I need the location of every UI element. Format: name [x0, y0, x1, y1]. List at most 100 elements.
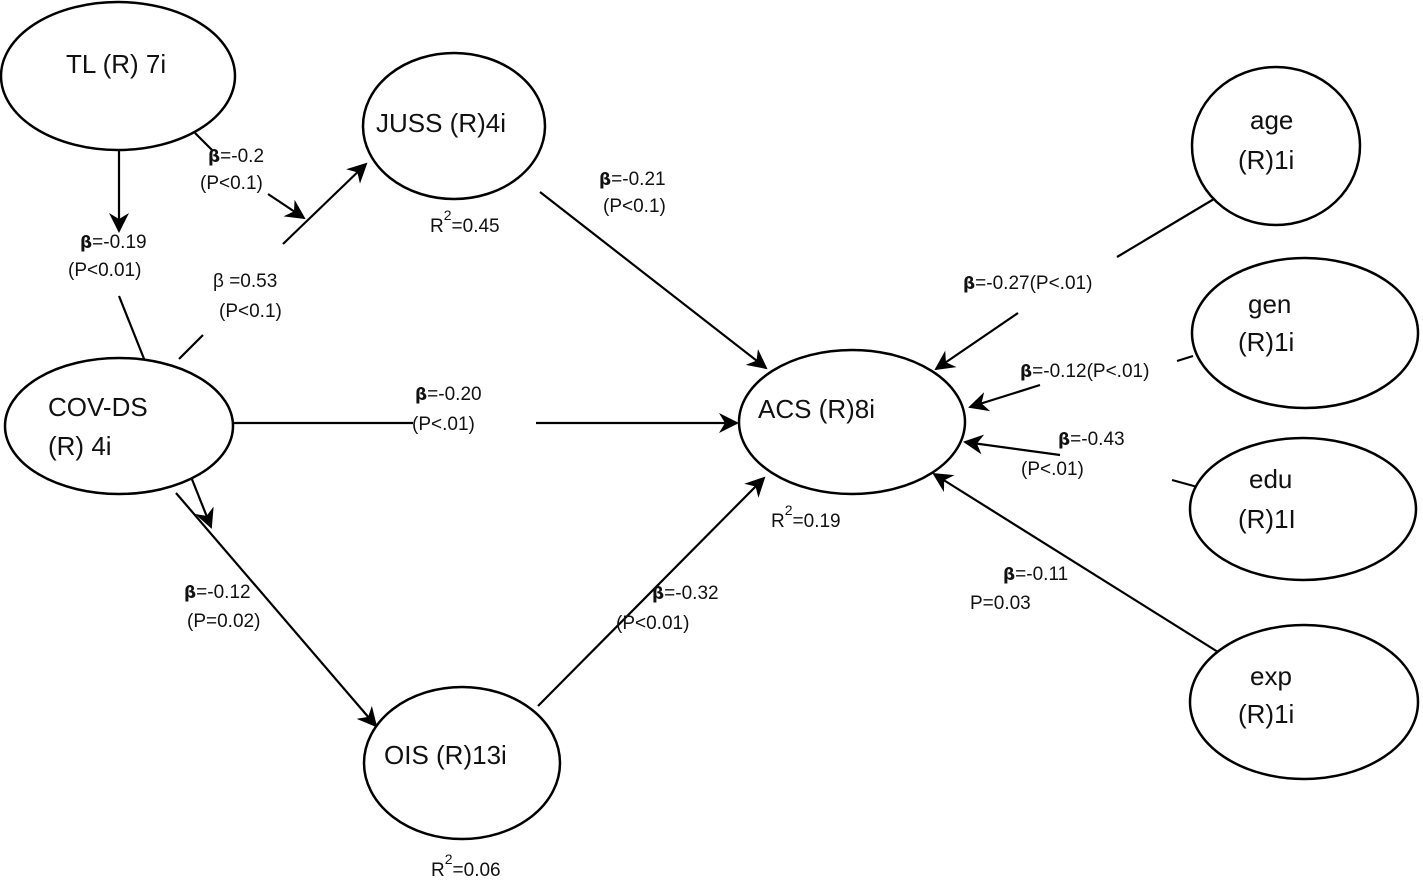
svg-text:β=-0.32: β=-0.32 — [652, 583, 719, 604]
node-age-label-2: (R)1i — [1238, 145, 1294, 175]
coef: =-0.2 — [220, 146, 264, 167]
node-gen-label-2: (R)1i — [1238, 327, 1294, 357]
r2-acs: R2=0.19 — [771, 502, 841, 532]
svg-text:β=-0.20: β=-0.20 — [415, 384, 482, 405]
r2-sup: 2 — [785, 502, 793, 518]
node-gen-label-1: gen — [1248, 289, 1291, 319]
p-value: (P<.01) — [412, 414, 475, 435]
svg-text:β =0.53: β =0.53 — [213, 271, 277, 292]
beta-symbol: β — [80, 233, 92, 253]
node-tl: TL (R) 7i — [0, 0, 237, 152]
node-age: age (R)1i — [1190, 65, 1362, 227]
node-exp-label-2: (R)1i — [1238, 699, 1294, 729]
svg-text:β=-0.12: β=-0.12 — [184, 582, 251, 603]
edge-age-acs — [934, 195, 1220, 371]
node-age-label-1: age — [1250, 105, 1293, 135]
p-value: (P<0.1) — [603, 196, 666, 217]
edge-covds-juss — [178, 334, 204, 360]
r2-prefix: R — [430, 216, 444, 237]
p-value: (P=0.02) — [187, 611, 260, 632]
node-acs-label: ACS (R)8i — [758, 394, 875, 424]
r2-value: =0.06 — [453, 860, 501, 881]
node-juss-label: JUSS (R)4i — [376, 108, 506, 138]
beta-symbol: β — [963, 274, 975, 294]
r2-value: =0.19 — [793, 511, 841, 532]
edge-exp-acs — [932, 472, 1219, 653]
coef: =-0.27(P<.01) — [975, 273, 1092, 294]
node-ois-label: OIS (R)13i — [384, 740, 507, 770]
label-ois-acs: β=-0.32 (P<0.01) — [616, 583, 719, 634]
node-tl-label: TL (R) 7i — [66, 49, 166, 79]
svg-text:R2=0.45: R2=0.45 — [430, 207, 500, 237]
svg-text:β=-0.2: β=-0.2 — [208, 146, 264, 167]
edge-tl-juss — [194, 132, 368, 245]
svg-text:β=-0.11: β=-0.11 — [1003, 564, 1068, 585]
node-gen: gen (R)1i — [1190, 256, 1420, 410]
label-covds-juss: β =0.53 (P<0.1) — [213, 271, 282, 322]
p-value: (P<.01) — [1021, 459, 1084, 480]
svg-text:R2=0.19: R2=0.19 — [771, 502, 841, 532]
label-covds-ois: β=-0.12 (P=0.02) — [184, 582, 260, 632]
beta-symbol: β — [1058, 430, 1070, 450]
p-value: (P<0.01) — [616, 613, 689, 634]
coef: =-0.12 — [196, 582, 250, 603]
node-acs: ACS (R)8i — [737, 348, 967, 496]
edge-gen-acs — [968, 354, 1194, 412]
node-edu: edu (R)1I — [1188, 436, 1418, 582]
beta-symbol: β — [652, 584, 664, 604]
edge-juss-acs — [539, 191, 768, 370]
beta-symbol: β — [208, 147, 220, 167]
r2-sup: 2 — [444, 207, 452, 223]
node-edu-label-1: edu — [1249, 464, 1292, 494]
p-value: (P<0.01) — [68, 260, 141, 281]
r2-prefix: R — [771, 511, 785, 532]
node-juss: JUSS (R)4i — [361, 51, 547, 201]
edge-covds-ois — [175, 492, 378, 728]
node-ois: OIS (R)13i — [362, 685, 562, 841]
coef: =-0.19 — [92, 232, 146, 253]
svg-text:β=-0.27(P<.01): β=-0.27(P<.01) — [963, 273, 1092, 294]
r2-value: =0.45 — [452, 216, 500, 237]
coef: =0.53 — [224, 271, 277, 292]
label-covds-acs: β=-0.20 (P<.01) — [412, 384, 482, 435]
label-tl-ois: β=-0.19 (P<0.01) — [68, 232, 147, 281]
edge-ois-acs — [537, 476, 766, 707]
label-tl-juss: β=-0.2 (P<0.1) — [200, 146, 264, 194]
p-value: P=0.03 — [970, 593, 1031, 614]
beta-symbol: β — [213, 271, 224, 292]
coef: =-0.20 — [427, 384, 481, 405]
svg-text:β=-0.12(P<.01): β=-0.12(P<.01) — [1020, 361, 1149, 382]
label-exp-acs: β=-0.11 P=0.03 — [970, 564, 1068, 614]
beta-symbol: β — [599, 170, 611, 190]
r2-ois: R2=0.06 — [431, 851, 501, 881]
coef: =-0.32 — [664, 583, 718, 604]
beta-symbol: β — [1003, 565, 1015, 585]
svg-text:R2=0.06: R2=0.06 — [431, 851, 501, 881]
svg-text:β=-0.43: β=-0.43 — [1058, 429, 1125, 450]
beta-symbol: β — [415, 385, 427, 405]
coef: =-0.11 — [1015, 564, 1068, 585]
node-exp-label-1: exp — [1250, 661, 1292, 691]
node-exp: exp (R)1i — [1188, 623, 1420, 781]
label-edu-acs: β=-0.43 (P<.01) — [1021, 429, 1125, 480]
r2-sup: 2 — [445, 851, 453, 867]
beta-symbol: β — [1020, 362, 1032, 382]
coef: =-0.43 — [1070, 429, 1124, 450]
beta-symbol: β — [184, 583, 196, 603]
r2-juss: R2=0.45 — [430, 207, 500, 237]
svg-text:β=-0.19: β=-0.19 — [80, 232, 147, 253]
svg-text:β=-0.21: β=-0.21 — [599, 169, 666, 190]
node-covds-label-1: COV-DS — [48, 392, 148, 422]
node-covds: COV-DS (R) 4i — [3, 356, 235, 496]
r2-prefix: R — [431, 860, 445, 881]
label-juss-acs: β=-0.21 (P<0.1) — [599, 169, 666, 217]
p-value: (P<0.1) — [219, 301, 282, 322]
p-value: (P<0.1) — [200, 173, 263, 194]
node-edu-label-2: (R)1I — [1238, 504, 1296, 534]
label-age-acs: β=-0.27(P<.01) — [963, 273, 1092, 294]
node-covds-label-2: (R) 4i — [48, 431, 112, 461]
coef: =-0.21 — [611, 169, 665, 190]
coef: =-0.12(P<.01) — [1032, 361, 1149, 382]
label-gen-acs: β=-0.12(P<.01) — [1020, 361, 1149, 382]
